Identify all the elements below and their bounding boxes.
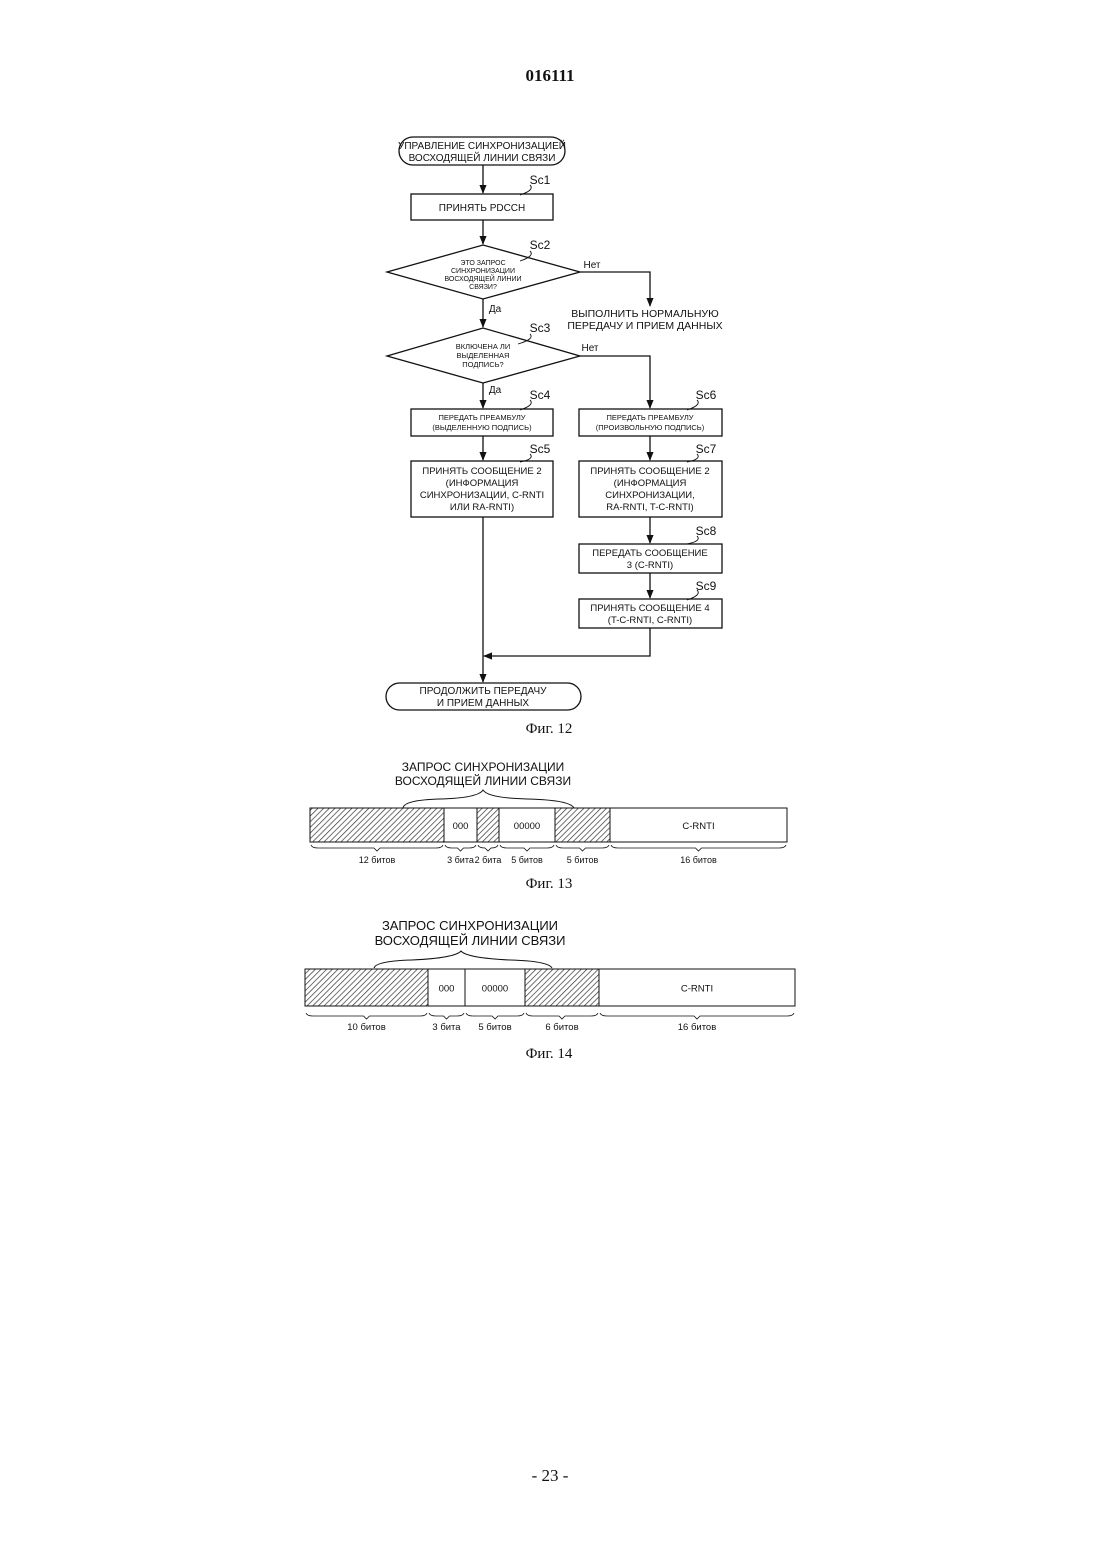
- figure-14-bitfield: ЗАПРОС СИНХРОНИЗАЦИИ ВОСХОДЯЩЕЙ ЛИНИИ СВ…: [305, 918, 795, 1062]
- fig14-field-5-value: C-RNTI: [681, 984, 713, 995]
- normal-line2: ПЕРЕДАЧУ И ПРИЕМ ДАННЫХ: [567, 320, 722, 332]
- fig14-fields: 10 битов 000 3 бита 00000 5 битов 6 битов C-RN…: [305, 969, 795, 1033]
- fig13-field-3-bracket: [478, 845, 498, 851]
- fig14-field-4-label: 6 битов: [545, 1022, 578, 1033]
- sc7-line4: RA-RNTI, T-C-RNTI): [606, 502, 693, 513]
- fig13-field-5: [555, 808, 610, 842]
- fig14-field-2-value: 000: [439, 984, 455, 995]
- fig13-field-3: [477, 808, 499, 842]
- sc2-no-label: Нет: [583, 260, 600, 271]
- fig14-field-1-label: 10 битов: [347, 1022, 386, 1033]
- fig13-field-5-bracket: [556, 845, 609, 851]
- fig13-field-2-value: 000: [453, 821, 469, 832]
- sc4-id: Sc4: [530, 388, 551, 402]
- sc6-id: Sc6: [696, 388, 717, 402]
- sc3-id: Sc3: [530, 321, 551, 335]
- fig14-title-line2: ВОСХОДЯЩЕЙ ЛИНИИ СВЯЗИ: [375, 933, 566, 948]
- fig13-field-4-label: 5 битов: [511, 855, 543, 865]
- sc6-line2: (ПРОИЗВОЛЬНУЮ ПОДПИСЬ): [596, 423, 705, 432]
- fig13-field-6-bracket: [611, 845, 786, 851]
- sc5-line2: (ИНФОРМАЦИЯ: [446, 478, 519, 489]
- sc3-line3: ПОДПИСЬ?: [462, 360, 503, 369]
- fig13-field-6-value: C-RNTI: [682, 821, 714, 832]
- sc5-id: Sc5: [530, 442, 551, 456]
- fig14-title-line1: ЗАПРОС СИНХРОНИЗАЦИИ: [382, 918, 558, 933]
- fig13-field-1-bracket: [311, 845, 443, 851]
- fig13-field-1-label: 12 битов: [359, 855, 396, 865]
- sc3-yes-label: Да: [489, 385, 502, 396]
- sc3-line1: ВКЛЮЧЕНА ЛИ: [456, 342, 510, 351]
- sc8-id: Sc8: [696, 524, 717, 538]
- sc2-line1: ЭТО ЗАПРОС: [460, 260, 505, 267]
- start-label-line2: ВОСХОДЯЩЕЙ ЛИНИИ СВЯЗИ: [409, 151, 556, 164]
- sc9-line2: (T-C-RNTI, C-RNTI): [608, 615, 692, 626]
- fig13-fields: 12 битов 000 3 бита2 бита 00000 5 битов 5 бит…: [310, 808, 787, 865]
- sc5-line3: СИНХРОНИЗАЦИИ, C-RNTI: [420, 490, 544, 501]
- fig13-field-1: [310, 808, 444, 842]
- sc2-line3: ВОСХОДЯЩЕЙ ЛИНИИ: [444, 274, 521, 283]
- fig14-field-3-label: 5 битов: [478, 1022, 511, 1033]
- sc8-line2: 3 (C-RNTI): [627, 560, 673, 571]
- page-footer: - 23 -: [0, 1466, 1100, 1486]
- figure-13-bitfield: ЗАПРОС СИНХРОНИЗАЦИИ ВОСХОДЯЩЕЙ ЛИНИИ СВ…: [310, 760, 787, 892]
- fig13-title-line2: ВОСХОДЯЩЕЙ ЛИНИИ СВЯЗИ: [395, 773, 571, 788]
- sc3-line2: ВЫДЕЛЕННАЯ: [457, 351, 510, 360]
- fig14-field-4-bracket: [526, 1013, 598, 1019]
- sc7-line2: (ИНФОРМАЦИЯ: [614, 478, 687, 489]
- figure-12-text: УПРАВЛЕНИЕ СИНХРОНИЗАЦИЕЙ ВОСХОДЯЩЕЙ ЛИН…: [398, 139, 723, 737]
- fig14-field-2-bracket: [429, 1013, 464, 1019]
- sc7-line1: ПРИНЯТЬ СООБЩЕНИЕ 2: [590, 466, 709, 477]
- start-label-line1: УПРАВЛЕНИЕ СИНХРОНИЗАЦИЕЙ: [398, 139, 566, 152]
- sc6-line1: ПЕРЕДАТЬ ПРЕАМБУЛУ: [606, 413, 693, 422]
- sc7-line3: СИНХРОНИЗАЦИИ,: [605, 490, 695, 501]
- fig14-field-5-bracket: [600, 1013, 794, 1019]
- end-label-line2: И ПРИЕМ ДАННЫХ: [437, 698, 530, 709]
- sc2-line2: СИНХРОНИЗАЦИИ: [451, 268, 515, 275]
- fig13-field-4-value: 00000: [514, 821, 540, 832]
- normal-line1: ВЫПОЛНИТЬ НОРМАЛЬНУЮ: [571, 308, 719, 320]
- sc3-no-label: Нет: [581, 343, 598, 354]
- sc1-label: ПРИНЯТЬ PDCCH: [439, 203, 526, 214]
- sc4-line2: (ВЫДЕЛЕННУЮ ПОДПИСЬ): [432, 423, 532, 432]
- fig14-field-3-bracket: [466, 1013, 524, 1019]
- fig14-field-2-label: 3 бита: [432, 1022, 461, 1033]
- fig14-field-3-value: 00000: [482, 984, 508, 995]
- fig13-field-3-label: 2 бита: [475, 855, 502, 865]
- fig13-field-2-bracket: [445, 845, 476, 851]
- fig14-field-4: [525, 969, 599, 1006]
- sc9-id: Sc9: [696, 579, 717, 593]
- fig13-field-2-label: 3 бита: [447, 855, 474, 865]
- sc7-id: Sc7: [696, 442, 717, 456]
- fig14-caption: Фиг. 14: [526, 1046, 573, 1062]
- fig13-field-5-label: 5 битов: [567, 855, 599, 865]
- sc2-yes-label: Да: [489, 304, 502, 315]
- fig14-field-1: [305, 969, 428, 1006]
- fig14-field-1-bracket: [306, 1013, 427, 1019]
- sc2-id: Sc2: [530, 238, 551, 252]
- fig12-caption: Фиг. 12: [526, 721, 573, 737]
- sc9-line1: ПРИНЯТЬ СООБЩЕНИЕ 4: [590, 603, 709, 614]
- fig13-field-4-bracket: [500, 845, 554, 851]
- fig13-field-6-label: 16 битов: [680, 855, 717, 865]
- sc5-line1: ПРИНЯТЬ СООБЩЕНИЕ 2: [422, 466, 541, 477]
- sc5-line4: ИЛИ RA-RNTI): [450, 502, 514, 513]
- sc1-id: Sc1: [530, 173, 551, 187]
- fig13-caption: Фиг. 13: [526, 876, 573, 892]
- fig14-field-5-label: 16 битов: [678, 1022, 717, 1033]
- sc2-line4: СВЯЗИ?: [469, 284, 497, 291]
- sc4-line1: ПЕРЕДАТЬ ПРЕАМБУЛУ: [438, 413, 525, 422]
- sc8-line1: ПЕРЕДАТЬ СООБЩЕНИЕ: [592, 548, 707, 559]
- fig13-title-line1: ЗАПРОС СИНХРОНИЗАЦИИ: [402, 760, 565, 774]
- end-label-line1: ПРОДОЛЖИТЬ ПЕРЕДАЧУ: [420, 686, 548, 697]
